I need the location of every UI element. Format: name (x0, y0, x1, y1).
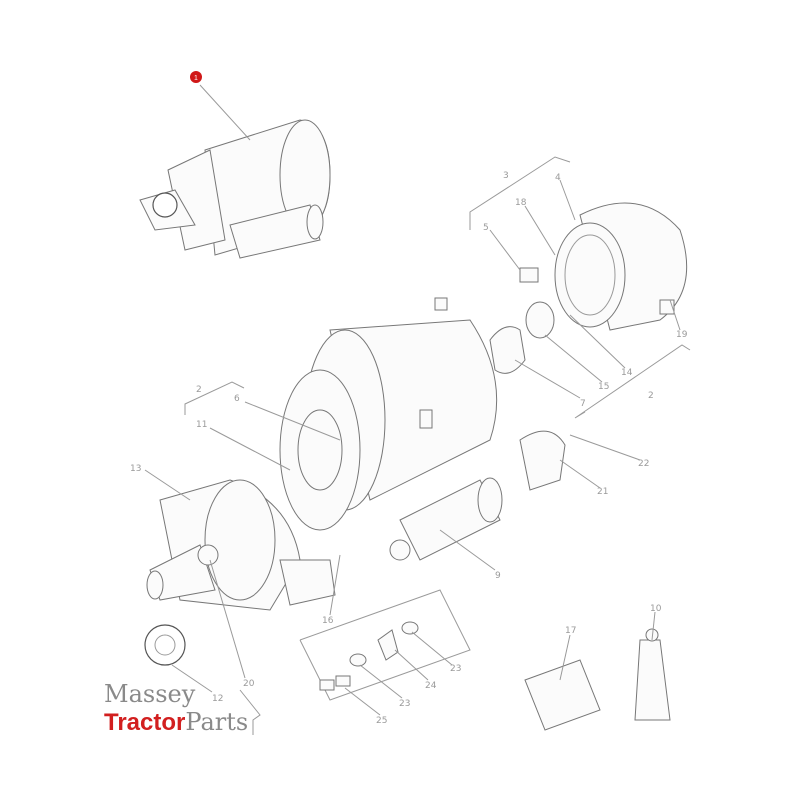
callout-10: 10 (650, 604, 662, 614)
callout-7: 7 (580, 399, 586, 409)
logo-tractor: Tractor (104, 709, 186, 736)
massey-tractor-parts-logo: Massey TractorParts (104, 680, 248, 740)
callout-4: 4 (555, 173, 561, 183)
highlight-badge-label: 1 (194, 75, 198, 82)
highlight-badge (190, 71, 202, 83)
yoke-housing (279, 297, 498, 531)
solenoid (389, 430, 566, 561)
callout-17: 17 (565, 626, 576, 636)
leader-lines (144, 156, 691, 735)
callout-6: 6 (234, 394, 240, 404)
callout-12: 12 (212, 694, 223, 704)
callout-23: 23 (399, 699, 410, 709)
callout-22: 22 (638, 459, 649, 469)
callout-3: 3 (503, 171, 509, 181)
callout-24: 24 (425, 681, 437, 691)
drive-end-housing (144, 479, 336, 666)
small-parts (299, 589, 671, 731)
callout-13: 13 (130, 464, 141, 474)
callout-23: 23 (450, 664, 461, 674)
callout-21: 21 (597, 487, 608, 497)
starter-motor-assembly[interactable]: 1 (139, 71, 331, 259)
logo-line1: Massey (104, 680, 196, 708)
end-cover (489, 202, 688, 374)
logo-parts: Parts (185, 708, 249, 736)
callout-2: 2 (648, 391, 654, 401)
callout-labels: 3 4 18 5 19 14 15 7 2 2 6 11 22 21 13 9 … (130, 171, 688, 726)
callout-20: 20 (243, 679, 255, 689)
callout-5: 5 (483, 223, 489, 233)
callout-9: 9 (495, 571, 501, 581)
logo-line2: TractorParts (104, 708, 248, 740)
callout-25: 25 (376, 716, 387, 726)
callout-19: 19 (676, 330, 688, 340)
callout-2: 2 (196, 385, 202, 395)
callout-14: 14 (621, 368, 633, 378)
callout-11: 11 (196, 420, 207, 430)
callout-15: 15 (598, 382, 609, 392)
callout-18: 18 (515, 198, 527, 208)
callout-16: 16 (322, 616, 334, 626)
